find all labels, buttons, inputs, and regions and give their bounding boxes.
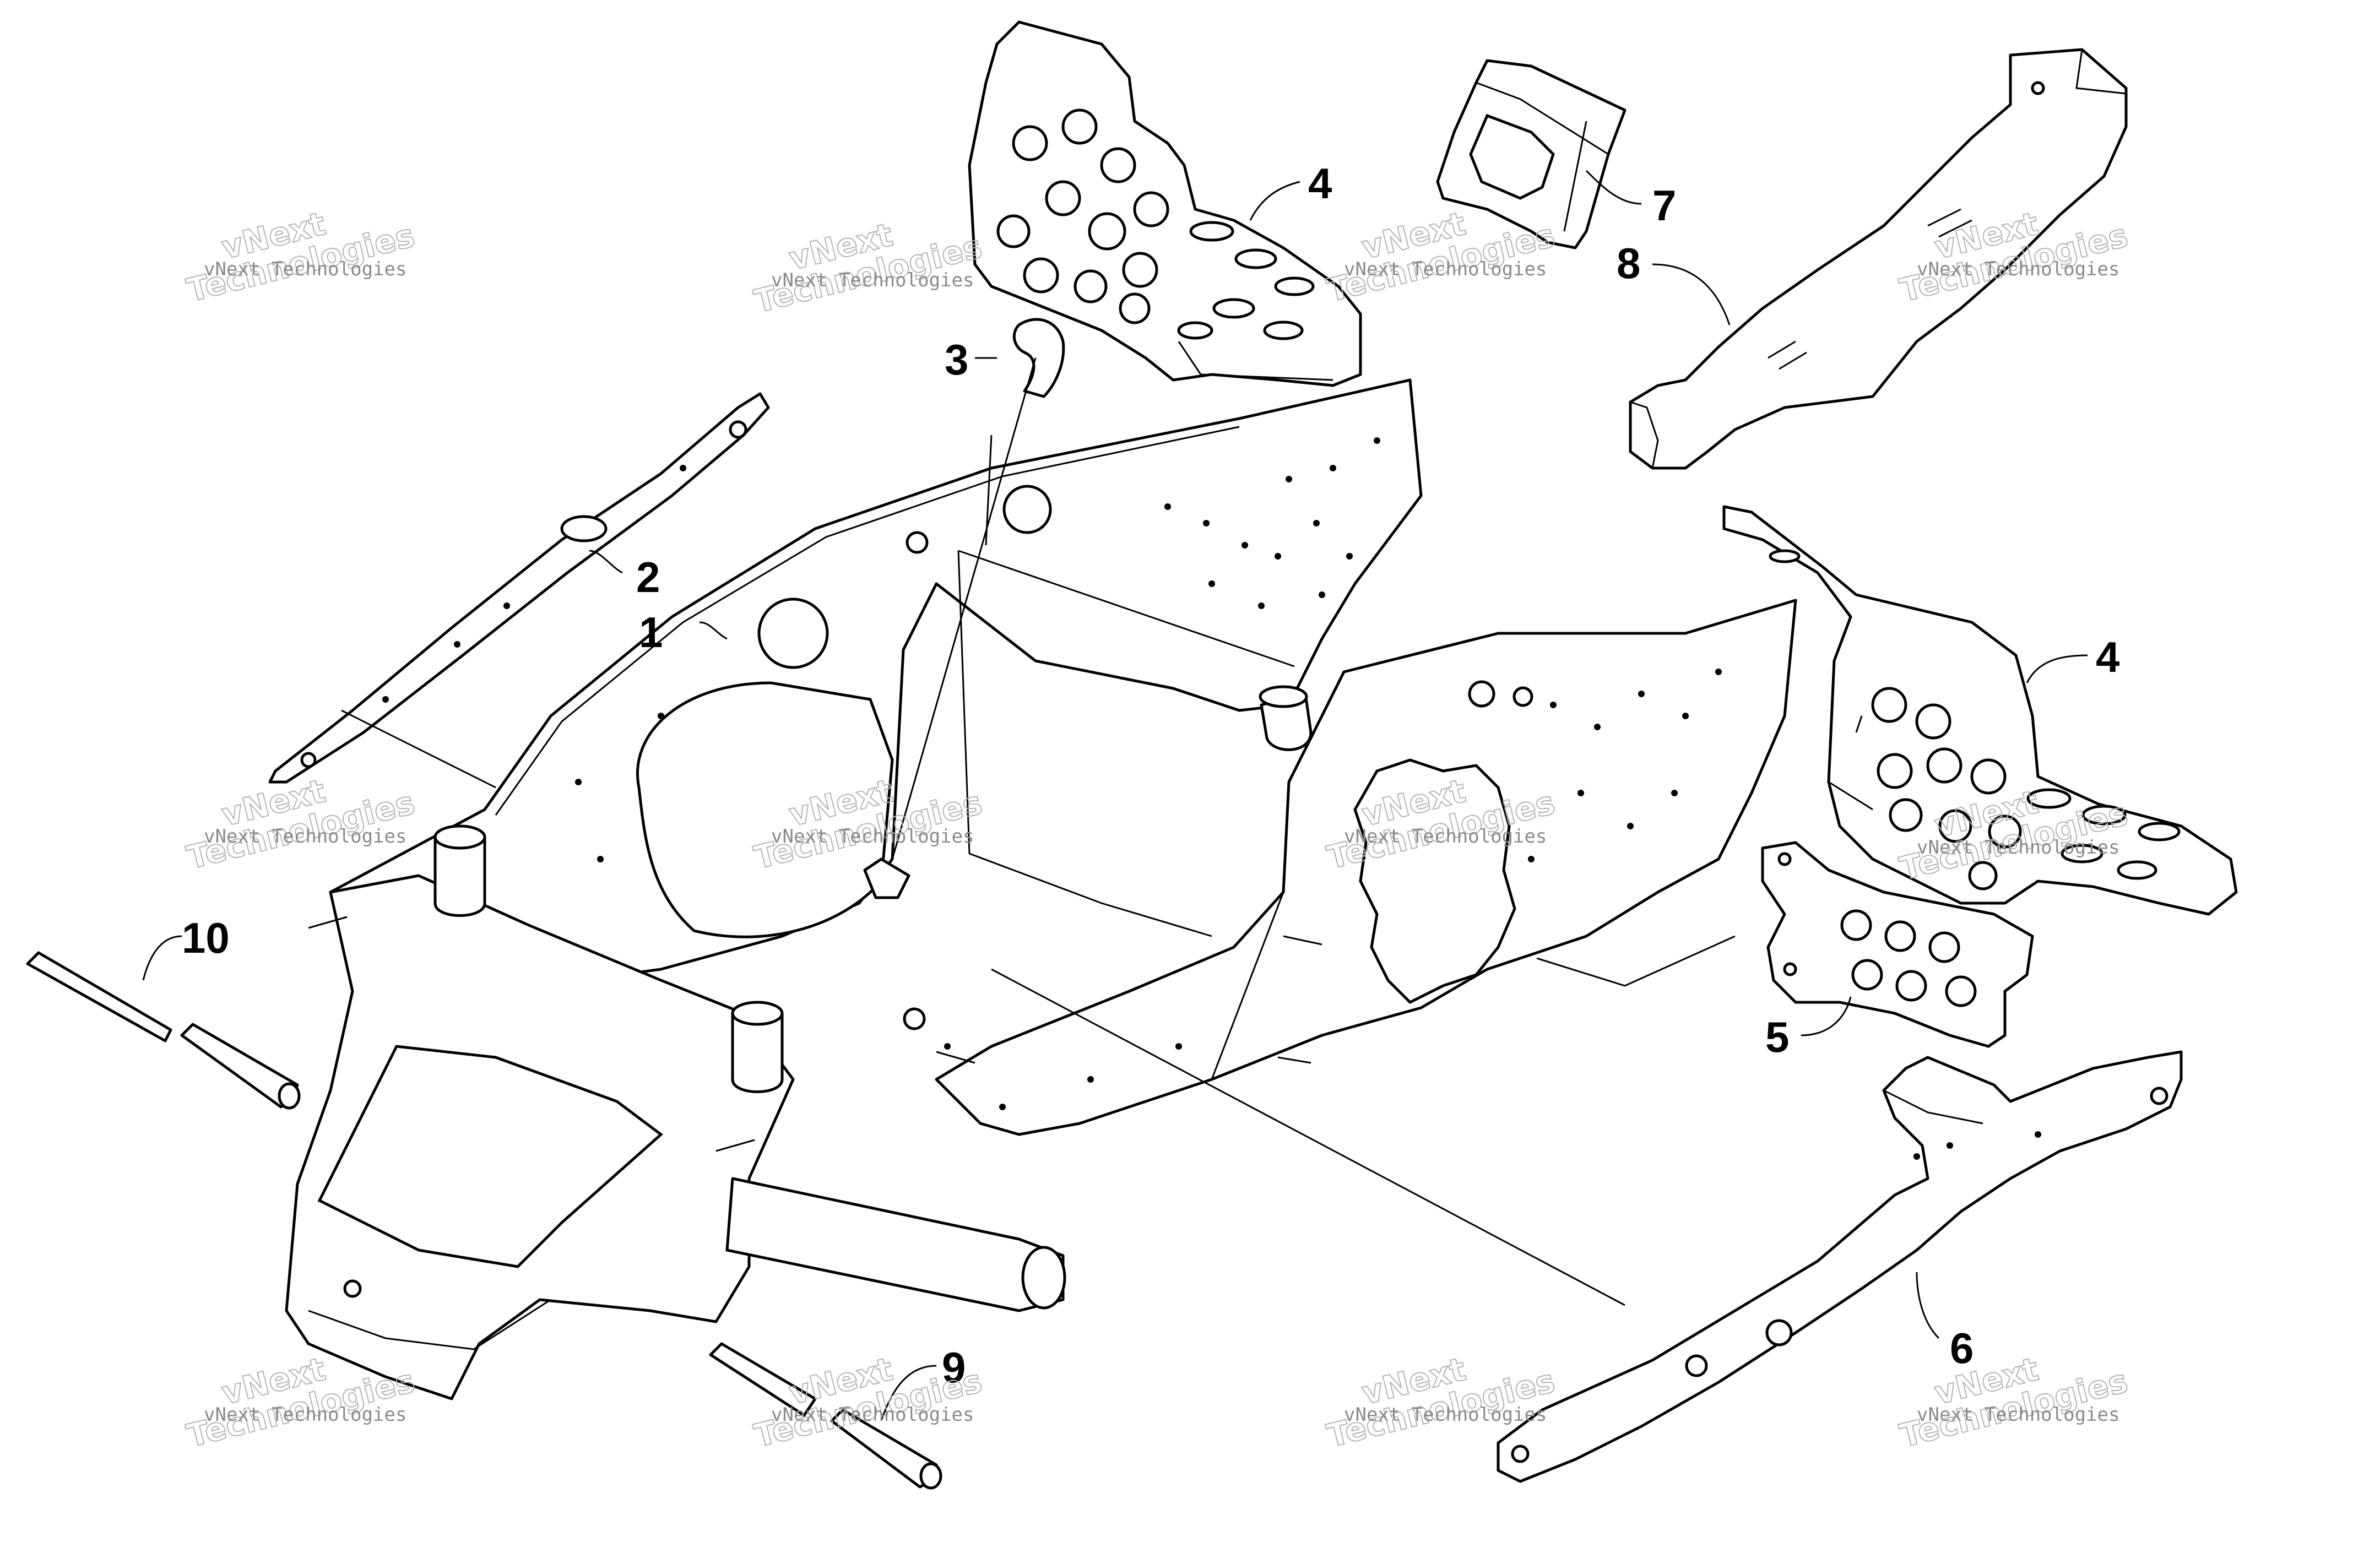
watermark: vNext Technologies vNext Technologies: [183, 204, 419, 310]
watermark: vNext Technologies vNext Technologies: [750, 215, 986, 321]
assembly-guide-lines: [341, 357, 1736, 1306]
svg-text:vNext Technologies: vNext Technologies: [1344, 1404, 1547, 1426]
svg-text:vNext Technologies: vNext Technologies: [1917, 258, 2119, 280]
svg-text:vNext Technologies: vNext Technologies: [1917, 1404, 2119, 1426]
part-1-main-frame: [285, 378, 1797, 1400]
part-10-pin: [26, 951, 301, 1110]
part-8-channel-cover: [1629, 48, 2128, 470]
watermark: vNext Technologies vNext Technologies: [183, 772, 419, 877]
part-4-top-footrest: [968, 20, 1362, 387]
watermark-small: vNext Technologies: [204, 258, 406, 280]
callout-3: 3: [945, 335, 968, 384]
callout-7: 7: [1652, 181, 1676, 230]
svg-text:vNext Technologies: vNext Technologies: [771, 826, 974, 848]
callout-2: 2: [636, 553, 660, 601]
callout-1: 1: [639, 608, 663, 656]
callout-10: 10: [182, 914, 230, 962]
part-6-side-rail: [1497, 1050, 2183, 1483]
svg-text:vNext Technologies: vNext Technologies: [1344, 258, 1547, 280]
svg-text:vNext Technologies: vNext Technologies: [771, 269, 974, 291]
leader-lines: [142, 170, 2088, 1421]
svg-text:vNext Technologies: vNext Technologies: [1917, 837, 2119, 859]
part-9-pin: [709, 1342, 942, 1490]
callout-6: 6: [1950, 1324, 1974, 1372]
callout-labels: 1 2 3 4 4 5 6 7 8 9 10: [182, 159, 2119, 1392]
part-2-left-rail: [268, 392, 770, 784]
svg-text:vNext Technologies: vNext Technologies: [1344, 826, 1547, 848]
watermark: vNext Technologies vNext Technologies: [1896, 1350, 2132, 1456]
callout-4-right: 4: [2096, 633, 2119, 681]
callout-4-top: 4: [1308, 159, 1332, 208]
callout-5: 5: [1765, 1013, 1789, 1061]
callout-9: 9: [942, 1343, 966, 1392]
svg-text:vNext Technologies: vNext Technologies: [771, 1404, 974, 1426]
svg-text:vNext Technologies: vNext Technologies: [204, 1404, 406, 1426]
svg-text:vNext Technologies: vNext Technologies: [204, 826, 406, 848]
part-7-bracket: [1436, 59, 1627, 249]
part-3-bracket: [1012, 318, 1065, 398]
part-4-right-footrest: [1722, 505, 2238, 916]
part-5-foot-plate: [1761, 841, 2034, 1048]
callout-8: 8: [1617, 239, 1640, 287]
